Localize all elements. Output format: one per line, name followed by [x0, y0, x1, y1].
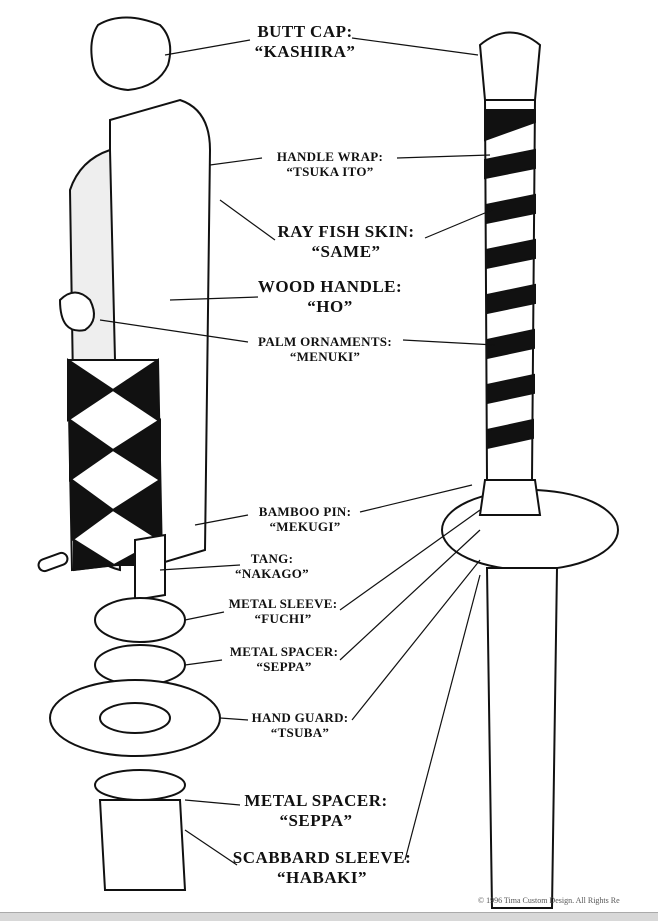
- kashira-illustration: [90, 16, 172, 92]
- label-scabbard-sleeve: SCABBARD SLEEVE:“HABAKI”: [233, 848, 412, 887]
- label-metal-spacer-lower: METAL SPACER:“SEPPA”: [244, 791, 387, 830]
- label-part: HAND GUARD:: [251, 710, 349, 725]
- label-part: PALM ORNAMENTS:: [258, 334, 392, 349]
- label-part: HANDLE WRAP:: [276, 149, 384, 164]
- label-japanese: “KASHIRA”: [254, 41, 356, 61]
- label-japanese: “TSUBA”: [270, 724, 330, 740]
- label-japanese: “MEKUGI”: [269, 518, 341, 534]
- mekugi-pin: [37, 551, 69, 573]
- label-part: SCABBARD SLEEVE:: [232, 848, 412, 867]
- label-butt-cap: BUTT CAP:“KASHIRA”: [255, 22, 356, 61]
- label-part: BUTT CAP:: [257, 22, 353, 41]
- label-metal-sleeve: METAL SLEEVE:“FUCHI”: [228, 596, 338, 627]
- label-japanese: “HABAKI”: [277, 867, 367, 887]
- label-part: METAL SLEEVE:: [228, 596, 338, 611]
- fuchi-right: [478, 479, 542, 516]
- fuchi-illustration: [94, 597, 186, 643]
- blade-right: [485, 567, 559, 909]
- label-part: TANG:: [250, 551, 294, 566]
- label-wood-handle: WOOD HANDLE:“HO”: [258, 277, 402, 316]
- leader-lines: [99, 37, 496, 866]
- seppa-upper-left: [94, 644, 186, 686]
- menuki-left: [58, 291, 95, 332]
- label-japanese: “SEPPA”: [279, 810, 353, 830]
- label-japanese: “HO”: [307, 296, 353, 316]
- habaki-left: [98, 799, 187, 891]
- label-hand-guard: HAND GUARD:“TSUBA”: [251, 710, 349, 741]
- label-bamboo-pin: BAMBOO PIN:“MEKUGI”: [258, 504, 352, 535]
- label-part: BAMBOO PIN:: [258, 504, 352, 519]
- label-japanese: “NAKAGO”: [235, 565, 309, 581]
- bottom-bar: [0, 912, 658, 921]
- label-handle-wrap: HANDLE WRAP:“TSUKA ITO”: [276, 149, 384, 180]
- wrap-right: [484, 109, 536, 450]
- label-part: RAY FISH SKIN:: [277, 222, 415, 241]
- copyright-notice: © 1996 Tima Custom Design. All Rights Re: [478, 896, 620, 905]
- label-ray-fish-skin: RAY FISH SKIN:“SAME”: [277, 222, 414, 261]
- label-japanese: “SAME”: [311, 241, 381, 261]
- label-tang: TANG:“NAKAGO”: [235, 551, 309, 582]
- label-metal-spacer-upper: METAL SPACER:“SEPPA”: [229, 644, 339, 675]
- label-japanese: “SEPPA”: [256, 658, 312, 674]
- label-part: METAL SPACER:: [229, 644, 339, 659]
- seppa-lower-left: [94, 769, 186, 801]
- label-japanese: “MENUKI”: [289, 348, 361, 364]
- label-palm-ornaments: PALM ORNAMENTS:“MENUKI”: [258, 334, 392, 365]
- label-part: WOOD HANDLE:: [257, 277, 403, 296]
- label-part: METAL SPACER:: [244, 791, 388, 810]
- label-japanese: “TSUKA ITO”: [286, 163, 374, 179]
- label-japanese: “FUCHI”: [254, 610, 312, 626]
- nakago-tang: [134, 533, 166, 602]
- kashira-right: [478, 31, 542, 101]
